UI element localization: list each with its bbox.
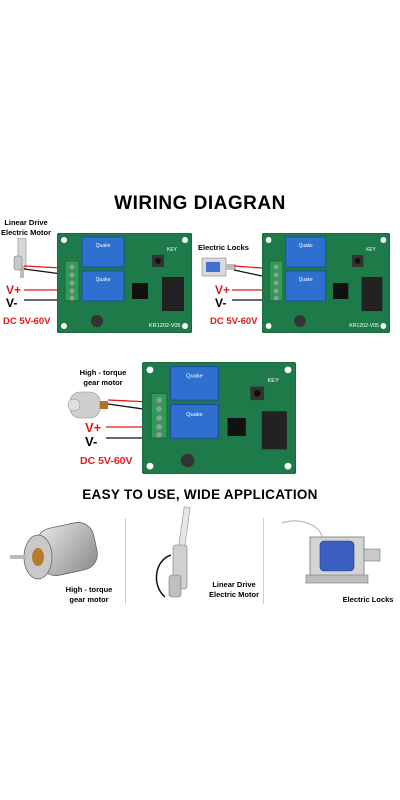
svg-text:Quake: Quake <box>96 277 111 283</box>
relay-board: Quake Quake KEY <box>142 362 296 474</box>
divider <box>125 518 126 604</box>
power-wires <box>232 289 262 301</box>
svg-text:Quake: Quake <box>96 243 111 249</box>
application-caption: Electric Locks <box>342 595 394 604</box>
svg-text:KR1202-V05: KR1202-V05 <box>349 323 379 329</box>
gear-motor-icon <box>67 391 108 419</box>
svg-text:KEY: KEY <box>366 247 376 253</box>
electric-lock-icon <box>201 257 236 277</box>
vminus-label: V- <box>6 296 18 310</box>
svg-text:KEY: KEY <box>167 247 178 253</box>
svg-text:Quake: Quake <box>186 412 203 418</box>
power-label: DC 5V-60V <box>210 316 258 327</box>
power-label: DC 5V-60V <box>3 316 51 327</box>
vplus-label: V+ <box>85 420 102 435</box>
linear-actuator-icon <box>13 238 27 278</box>
section-title: EASY TO USE, WIDE APPLICATION <box>82 487 318 502</box>
page-title: WIRING DIAGRAN <box>114 193 286 214</box>
vplus-label: V+ <box>6 283 22 297</box>
vminus-label: V- <box>85 434 98 449</box>
device-label: Electric Locks <box>198 243 249 252</box>
svg-text:Quake: Quake <box>299 243 313 249</box>
power-label: DC 5V-60V <box>80 455 133 467</box>
linear-actuator-icon <box>155 506 191 598</box>
electric-lock-icon <box>281 520 381 584</box>
svg-text:KEY: KEY <box>267 378 279 384</box>
svg-text:KR1202-V05: KR1202-V05 <box>149 323 181 329</box>
application-caption: Linear Drive Electric Motor <box>208 580 259 599</box>
svg-text:Quake: Quake <box>299 277 313 283</box>
gear-motor-icon <box>10 522 98 580</box>
wires <box>233 265 263 277</box>
svg-text:Quake: Quake <box>186 374 203 380</box>
divider <box>263 518 264 604</box>
vplus-label: V+ <box>215 283 231 297</box>
vminus-label: V- <box>215 296 227 310</box>
wires <box>23 265 63 275</box>
application-caption: High - torque gear motor <box>65 585 113 604</box>
relay-board: Quake Quake KEY KR1202-V05 <box>262 233 390 333</box>
device-label: High - torque gear motor <box>79 368 127 387</box>
relay-board: Quake Quake KEY KR1202-V05 <box>57 233 192 333</box>
device-label: Linear Drive Electric Motor <box>0 218 51 237</box>
